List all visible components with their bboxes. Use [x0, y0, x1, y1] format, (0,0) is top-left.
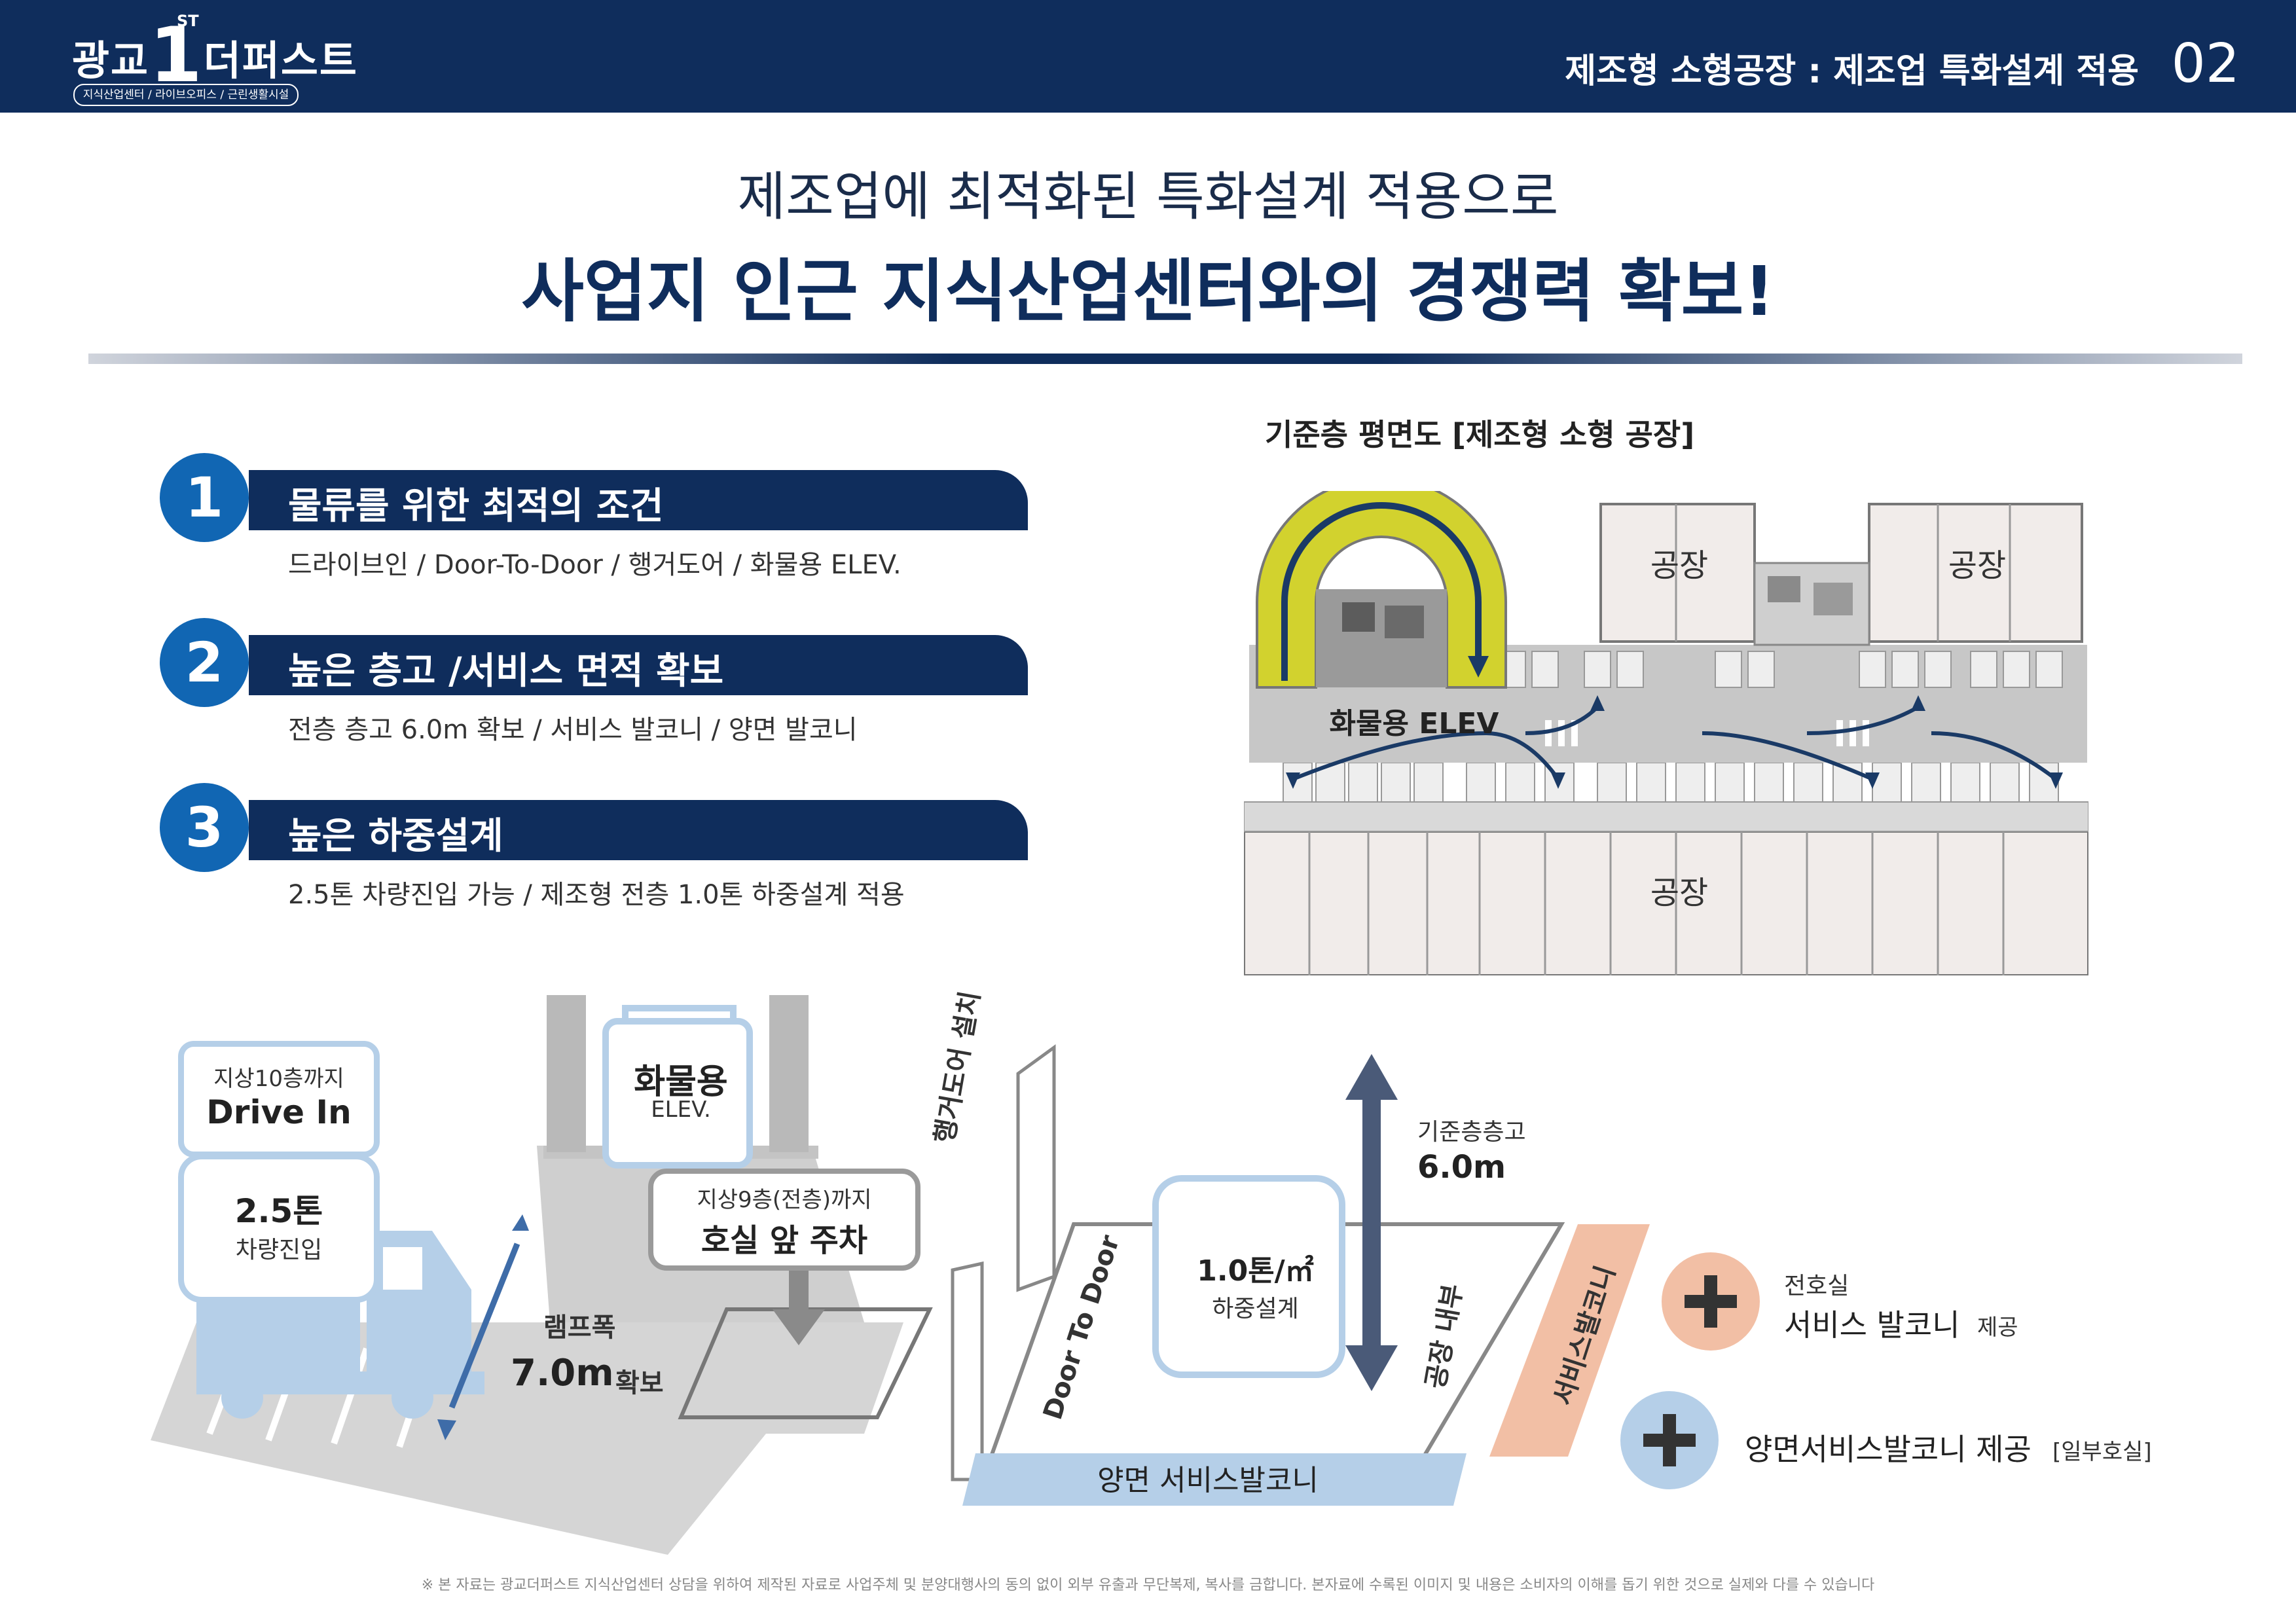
front-parking-box — [648, 1169, 920, 1271]
headline-line-2: 사업지 인근 지식산업센터와의 경쟁력 확보! — [521, 251, 1775, 331]
plus-2-suffix: [일부호실] — [2052, 1439, 2152, 1465]
ramp-width-value: 7.0m — [511, 1352, 614, 1394]
truck-ton-label: 2.5톤 — [234, 1192, 323, 1230]
brand-logo: 광교1더퍼스트 — [72, 18, 358, 94]
feature-2-title: 높은 층고 /서비스 면적 확보 — [288, 650, 724, 693]
logo-subtitle: 지식산업센터 / 라이브오피스 / 근린생활시설 — [73, 84, 299, 106]
drive-in-label: Drive In — [206, 1093, 352, 1131]
feature-1-bar — [249, 470, 1028, 530]
feature-3-desc: 2.5톤 차량진입 가능 / 제조형 전층 1.0톤 하중설계 적용 — [288, 880, 905, 910]
cargo-elev-sub: ELEV. — [651, 1097, 711, 1123]
logo-text-one: 1 — [149, 11, 204, 100]
plus-1-top: 전호실 — [1784, 1273, 1850, 1299]
logo-text-gwanggyo: 광교 — [72, 37, 150, 84]
building-cutaway-diagram — [151, 995, 1760, 1555]
feature-2-number: 2 — [160, 618, 249, 707]
logo-st-superscript: ST — [177, 12, 199, 30]
load-design-value: 1.0톤/㎡ — [1197, 1254, 1314, 1288]
feature-3-bar — [249, 800, 1028, 860]
floor-plan-drawing: 공장 공장 공장 화물용 ELEV — [1244, 491, 2088, 975]
feature-1-title: 물류를 위한 최적의 조건 — [288, 485, 664, 528]
floor-height-label: 기준층층고 — [1417, 1119, 1526, 1146]
top-header-bar — [0, 0, 2296, 113]
plan-label-factory-1: 공장 — [1650, 547, 1708, 584]
plus-2-main: 양면서비스발코니 제공 — [1745, 1432, 2032, 1467]
page-number: 02 — [2171, 33, 2240, 95]
headline-line-1: 제조업에 최적화된 특화설계 적용으로 — [737, 166, 1559, 227]
plan-label-factory-2: 공장 — [1948, 547, 2006, 584]
feature-1-desc: 드라이브인 / Door-To-Door / 행거도어 / 화물용 ELEV. — [288, 550, 902, 580]
truck-capacity-box — [178, 1153, 380, 1303]
drive-in-floor-label: 지상10층까지 — [213, 1066, 344, 1092]
load-design-label: 하중설계 — [1212, 1296, 1299, 1322]
logo-text-thefirst: 더퍼스트 — [203, 37, 358, 84]
cargo-elev-label: 화물용 — [634, 1062, 728, 1102]
plus-1-main: 서비스 발코니 — [1784, 1307, 1960, 1343]
feature-3-title: 높은 하중설계 — [288, 815, 503, 858]
front-parking-label: 호실 앞 주차 — [701, 1222, 868, 1259]
headline-divider — [88, 354, 2242, 364]
feature-2-desc: 전층 층고 6.0m 확보 / 서비스 발코니 / 양면 발코니 — [288, 715, 858, 745]
feature-1-number: 1 — [160, 453, 249, 542]
header-section-title: 제조형 소형공장 : 제조업 특화설계 적용 — [1565, 52, 2139, 91]
plus-1-suffix: 제공 — [1977, 1315, 2018, 1341]
feature-3-number: 3 — [160, 783, 249, 872]
floor-plan-title: 기준층 평면도 [제조형 소형 공장] — [1265, 417, 1695, 452]
plan-label-factory-3: 공장 — [1650, 875, 1708, 911]
disclaimer-footnote: ※ 본 자료는 광교더퍼스트 지식산업센터 상담을 위하여 제작된 자료로 사업… — [421, 1577, 1875, 1593]
truck-entry-label: 차량진입 — [235, 1237, 323, 1263]
feature-2-bar — [249, 635, 1028, 695]
both-side-balcony-label: 양면 서비스발코니 — [1097, 1464, 1319, 1497]
ramp-width-label: 램프폭 — [543, 1313, 616, 1343]
front-parking-floor: 지상9층(전층)까지 — [697, 1187, 872, 1213]
floor-height-value: 6.0m — [1417, 1149, 1506, 1186]
plan-label-cargo-elev: 화물용 ELEV — [1330, 707, 1499, 740]
ramp-width-suffix: 확보 — [615, 1368, 664, 1398]
